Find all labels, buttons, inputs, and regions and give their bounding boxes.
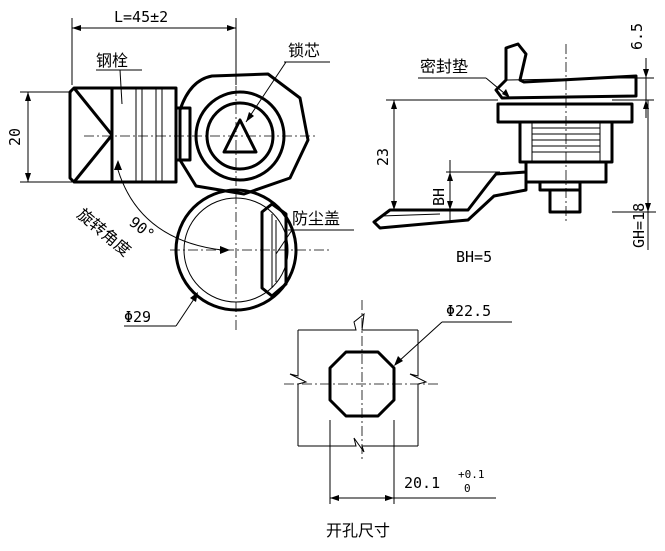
angle-label: 90° <box>126 213 158 244</box>
tolerance-lower-label: 0 <box>464 482 471 495</box>
dim-20-1-label: 20.1 <box>404 474 440 492</box>
gh-value-label: GH=18 <box>630 203 648 248</box>
cutout-title: 开孔尺寸 <box>326 521 390 540</box>
bh-mark-label: BH <box>430 188 448 206</box>
diameter-22-5-label: Φ22.5 <box>446 302 491 320</box>
dust-cover-label: 防尘盖 <box>292 209 340 228</box>
dim-23-label: 23 <box>374 148 392 166</box>
front-view: L=45±2 20 钢栓 锁芯 <box>6 8 354 330</box>
locking-arm <box>372 170 528 230</box>
rotation-arc <box>117 169 223 251</box>
dim-6-5-label: 6.5 <box>628 23 646 50</box>
rotation-angle-label: 旋转角度 <box>73 205 134 261</box>
bolt-label: 钢栓 <box>96 51 128 70</box>
gasket-label: 密封垫 <box>420 57 468 76</box>
lock-housing <box>178 72 310 196</box>
bh-value-label: BH=5 <box>456 248 492 266</box>
length-dimension-label: L=45±2 <box>114 8 168 26</box>
tolerance-upper-label: +0.1 <box>458 468 485 481</box>
dust-cover-side <box>494 42 638 100</box>
height-dimension-label: 20 <box>6 128 24 146</box>
side-view: 密封垫 6.5 23 BH BH=5 <box>372 23 656 266</box>
lock-core-label: 锁芯 <box>288 41 320 60</box>
cutout-view: Φ22.5 20.1 +0.1 0 开孔尺寸 <box>284 300 512 540</box>
octagon-cutout <box>328 350 396 418</box>
diameter-29-label: Φ29 <box>124 308 151 326</box>
